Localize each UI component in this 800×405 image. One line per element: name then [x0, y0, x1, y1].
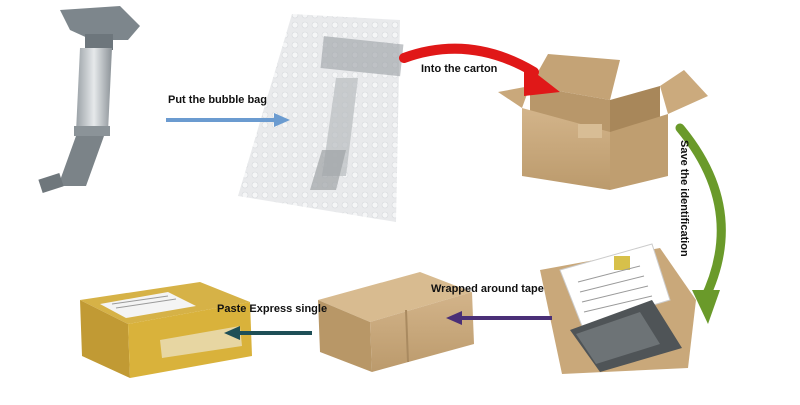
- step-label-paste-express: Paste Express single: [217, 303, 328, 315]
- ignition-coil-image: [38, 6, 140, 194]
- step-label-bubble-bag: Put the bubble bag: [168, 94, 267, 106]
- box-with-identification-image: [540, 243, 696, 374]
- arrow-paste-express: [224, 326, 312, 340]
- arrow-bubble: [166, 113, 290, 127]
- step-label-wrapped-tape: Wrapped around tape: [431, 283, 544, 295]
- taped-box-image: [318, 272, 474, 372]
- express-labeled-box-image: [80, 282, 252, 378]
- arrow-save-identification: [675, 123, 726, 324]
- arrow-wrapped-tape: [446, 311, 552, 325]
- arrow-into-carton: [399, 43, 560, 96]
- open-carton-image: [498, 54, 708, 190]
- bubble-bag-image: [238, 14, 404, 222]
- step-label-into-carton: Into the carton: [421, 63, 498, 75]
- step-label-save-identification: Save the identification: [678, 140, 690, 257]
